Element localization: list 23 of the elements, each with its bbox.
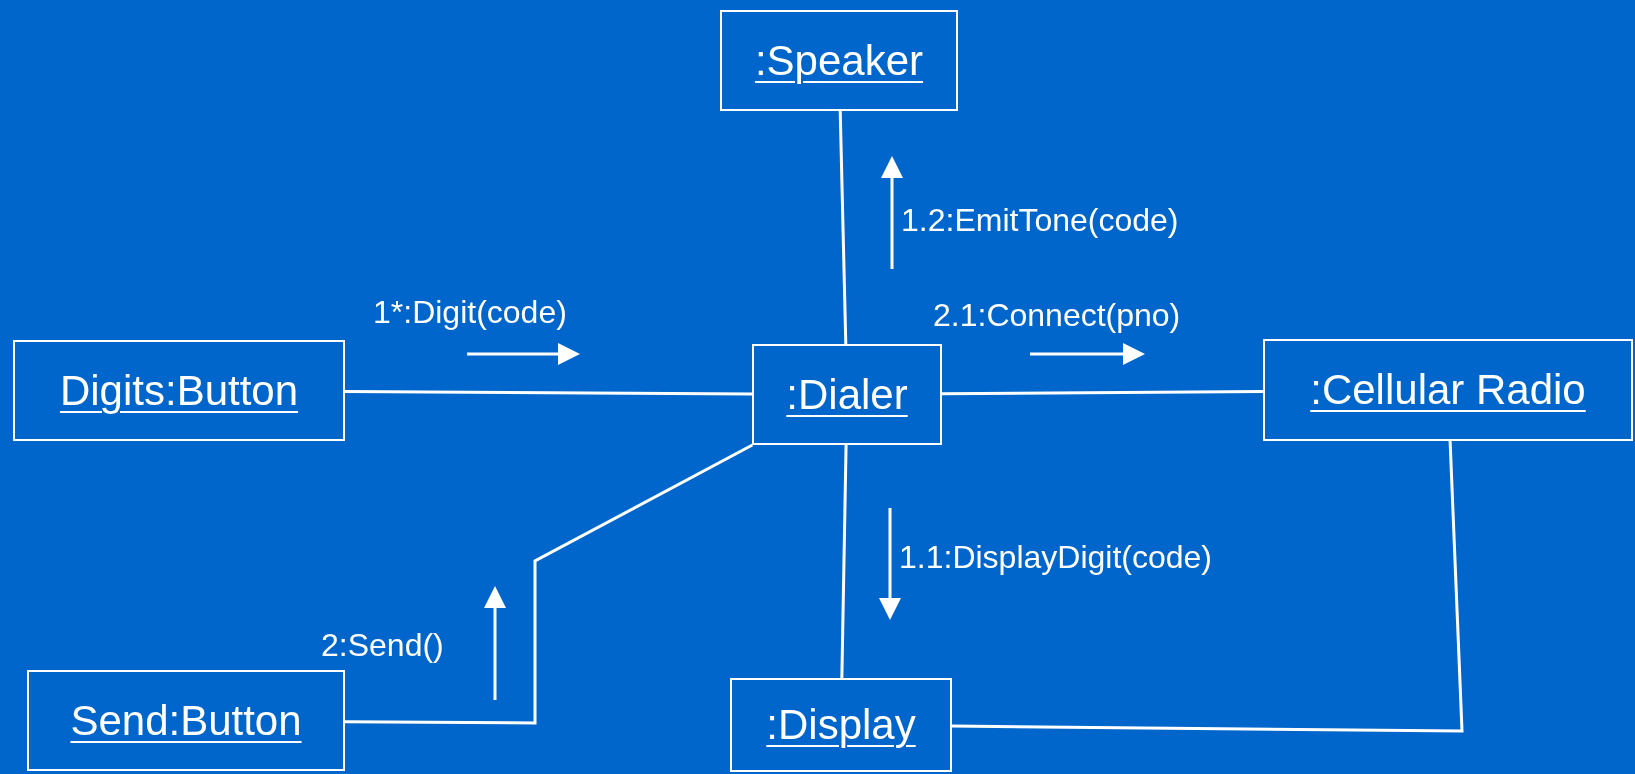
link-line bbox=[838, 110, 848, 345]
message-label: 2:Send() bbox=[321, 627, 444, 664]
link-line bbox=[345, 443, 754, 725]
object-box bbox=[730, 678, 952, 772]
object-name: Digits:Button bbox=[59, 366, 299, 415]
link-line bbox=[345, 390, 752, 396]
object-name: :Speaker bbox=[754, 36, 924, 85]
link-line bbox=[952, 440, 1464, 733]
object-box bbox=[720, 10, 958, 111]
message-label: 1.2:EmitTone(code) bbox=[901, 202, 1179, 239]
object-box bbox=[27, 670, 345, 771]
link-line bbox=[942, 389, 1263, 396]
object-name: Send:Button bbox=[70, 696, 302, 745]
object-name: :Display bbox=[766, 701, 916, 749]
message-label: 1*:Digit(code) bbox=[373, 294, 567, 331]
object-box bbox=[1263, 339, 1633, 441]
link-line bbox=[840, 444, 848, 679]
object-name: :Cellular Radio bbox=[1310, 366, 1586, 414]
message-label: 2.1:Connect(pno) bbox=[933, 297, 1181, 334]
object-box bbox=[13, 340, 345, 441]
object-box bbox=[752, 344, 942, 445]
message-label: 1.1:DisplayDigit(code) bbox=[899, 539, 1212, 576]
object-name: :Dialer bbox=[786, 370, 908, 419]
